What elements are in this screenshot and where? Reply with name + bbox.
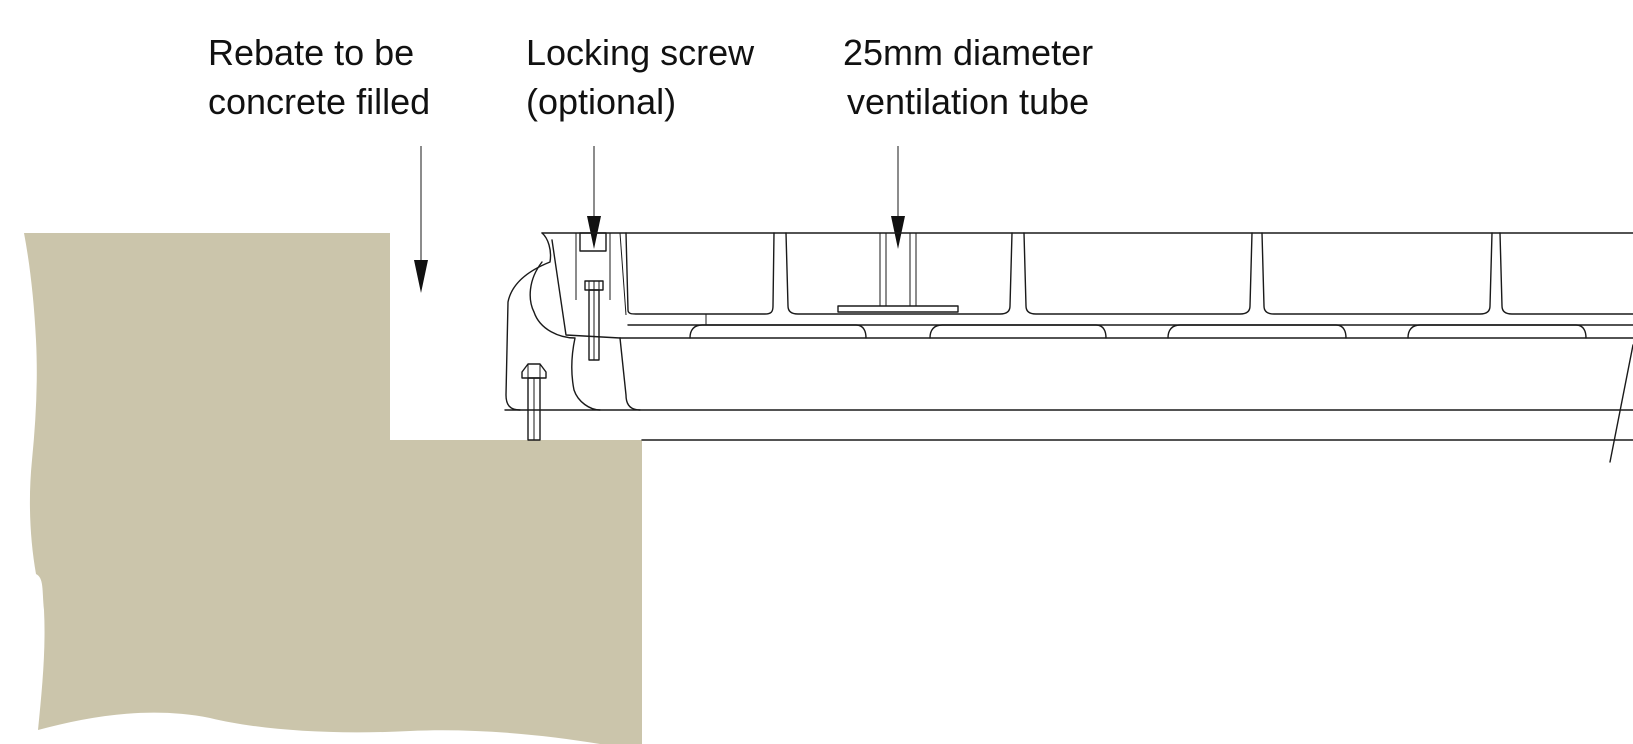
cover-frame-section: [504, 232, 1633, 463]
ventilation-tube-callout-label: 25mm diameter ventilation tube: [843, 32, 1094, 122]
concrete-surround: [24, 233, 642, 744]
rebate-callout-label: Rebate to be concrete filled: [208, 32, 431, 122]
locking-screw: [584, 280, 604, 361]
frame-fixing-bolt: [521, 363, 547, 441]
locking-screw-callout-label: Locking screw (optional): [526, 32, 755, 122]
rebate-arrow: [414, 146, 428, 293]
